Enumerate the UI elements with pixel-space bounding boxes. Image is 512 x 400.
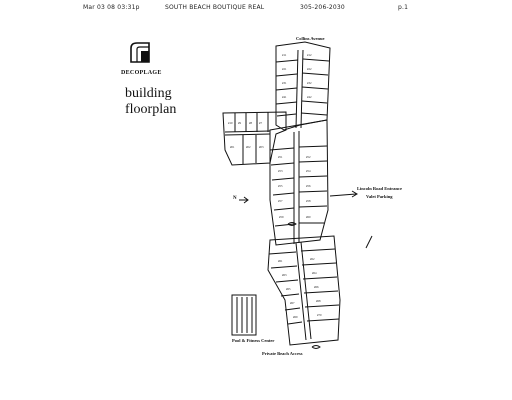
- collins-avenue-label: Collins Avenue: [296, 36, 325, 41]
- svg-text:#32: #32: [307, 81, 312, 85]
- svg-text:#66: #66: [314, 285, 319, 289]
- tower-lower-outline: [267, 235, 341, 346]
- pool-fitness-label: Pool & Fitness Center: [232, 338, 275, 343]
- decoplage-logo-icon: [130, 42, 150, 63]
- svg-text:#68: #68: [316, 299, 321, 303]
- fax-sender: SOUTH BEACH BOUTIQUE REAL: [165, 4, 265, 11]
- svg-text:#59: #59: [279, 215, 284, 219]
- svg-text:#11: #11: [282, 53, 287, 57]
- north-label: N: [233, 196, 237, 201]
- pool-outline: [231, 294, 257, 336]
- svg-text:#67: #67: [290, 301, 295, 305]
- valet-parking-label: Valet Parking: [366, 194, 393, 199]
- title-line-1: building: [125, 86, 172, 101]
- svg-text:#62: #62: [310, 257, 315, 261]
- svg-text:#31: #31: [282, 81, 287, 85]
- svg-text:#21: #21: [282, 67, 287, 71]
- svg-text:#55: #55: [278, 184, 283, 188]
- svg-text:#58: #58: [306, 199, 311, 203]
- svg-text:#65: #65: [286, 287, 291, 291]
- svg-text:#12: #12: [307, 53, 312, 57]
- svg-text:#53: #53: [278, 169, 283, 173]
- svg-text:#22: #22: [307, 67, 312, 71]
- svg-text:#63: #63: [282, 273, 287, 277]
- svg-text:#64: #64: [312, 271, 317, 275]
- svg-text:#8: #8: [249, 121, 253, 125]
- svg-text:#42: #42: [307, 95, 312, 99]
- west-wing-outline: [222, 111, 287, 166]
- svg-text:#56: #56: [306, 184, 311, 188]
- lincoln-road-entrance-label: Lincoln Road Entrance: [357, 186, 403, 191]
- svg-text:#51: #51: [278, 155, 283, 159]
- svg-text:#61: #61: [278, 259, 283, 263]
- logo-text: DECOPLAGE: [121, 70, 162, 76]
- svg-text:#52: #52: [306, 155, 311, 159]
- svg-text:#69: #69: [293, 315, 298, 319]
- svg-text:#70: #70: [317, 313, 322, 317]
- svg-text:#01: #01: [230, 145, 235, 149]
- svg-text:#7: #7: [259, 121, 263, 125]
- svg-text:#9: #9: [238, 121, 242, 125]
- fax-page: p.1: [398, 4, 409, 11]
- fax-phone: 305-206-2030: [300, 4, 345, 11]
- tower-middle-outline: [269, 119, 329, 246]
- private-beach-label: Private Beach Access: [262, 351, 303, 356]
- svg-text:#54: #54: [306, 169, 311, 173]
- title-line-2: floorplan: [125, 102, 177, 117]
- svg-text:#03: #03: [259, 145, 264, 149]
- svg-text:#57: #57: [278, 199, 283, 203]
- svg-text:#60: #60: [306, 215, 311, 219]
- fax-date: Mar 03 08 03:31p: [83, 4, 140, 11]
- svg-text:#02: #02: [246, 145, 251, 149]
- svg-text:#10: #10: [228, 121, 233, 125]
- svg-text:#41: #41: [282, 95, 287, 99]
